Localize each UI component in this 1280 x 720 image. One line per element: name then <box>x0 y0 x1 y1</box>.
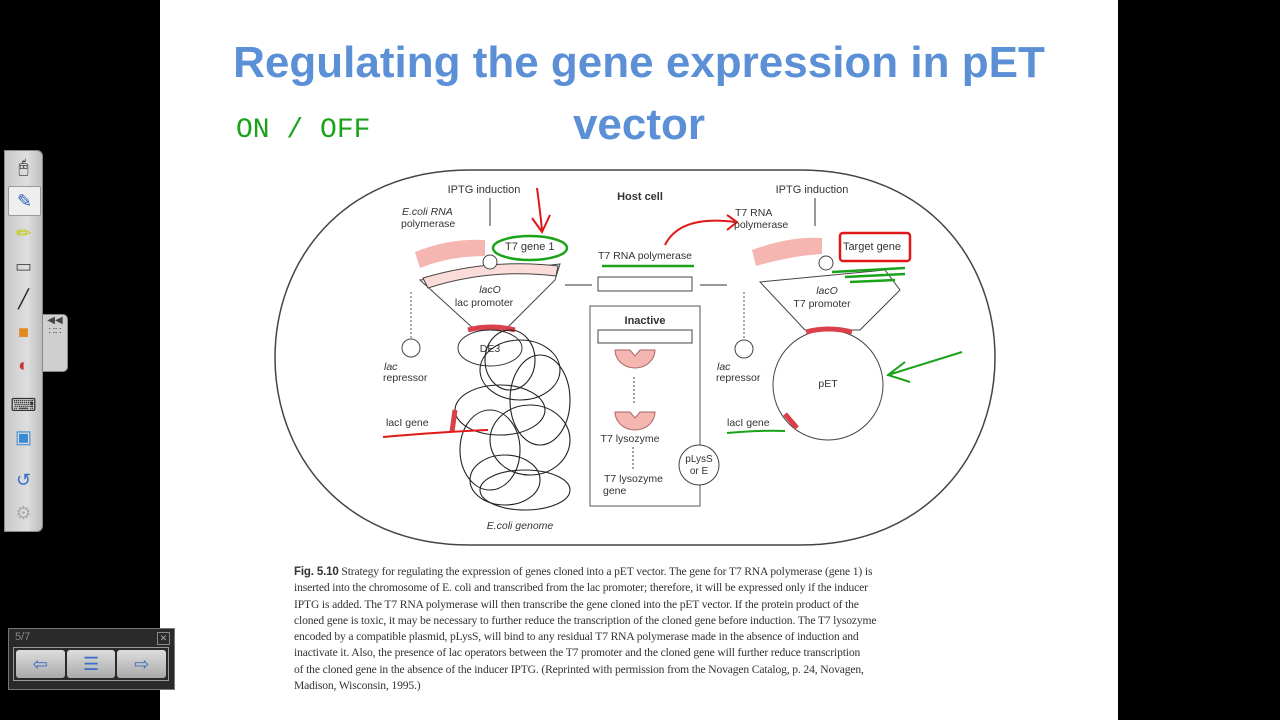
caption-line: Strategy for regulating the expression o… <box>341 565 873 578</box>
caption-line: inserted into the chromosome of E. coli … <box>294 581 868 595</box>
caption-label: Fig. 5.10 <box>294 566 339 578</box>
next-page-button[interactable]: ⇨ <box>117 650 167 678</box>
arrow-left-icon: ⇦ <box>32 653 48 674</box>
select-arrow-icon[interactable]: 🖰 <box>18 156 29 177</box>
label: T7 promoter <box>793 298 851 310</box>
label: repressor <box>383 372 428 384</box>
magic-pen-icon[interactable]: ◐ <box>18 354 29 375</box>
label: lacI gene <box>727 417 770 429</box>
label: polymerase <box>401 218 455 230</box>
handwritten-on-off: ON / OFF <box>236 115 370 146</box>
caption-line: IPTG is added. The T7 RNA polymerase wil… <box>294 597 859 611</box>
page-indicator: 5/7 <box>15 631 31 643</box>
previous-page-button[interactable]: ⇦ <box>16 650 65 678</box>
label: IPTG induction <box>448 184 521 196</box>
page-list-icon: ☰ <box>82 653 100 674</box>
label: T7 lysozyme <box>601 433 660 445</box>
line-icon[interactable]: ╱ <box>18 288 29 309</box>
eraser-icon[interactable]: ▭ <box>14 255 32 276</box>
label: pET <box>818 378 838 390</box>
label: or E <box>690 466 709 477</box>
label: repressor <box>716 372 761 384</box>
label: pLysS <box>685 454 713 465</box>
caption-line: inactivate it. Also, the presence of lac… <box>294 646 861 660</box>
keyboard-icon[interactable]: ⌨ <box>10 394 37 415</box>
collapse-icon: ◀◀ <box>47 315 63 326</box>
figure-caption: Fig. 5.10 Strategy for regulating the ex… <box>294 564 877 694</box>
annotation-toolbar: 🖰 ✎ ✏ ▭ ╱ ■ ◐ ⌨ ▣ ↺ ⚙ <box>4 150 43 532</box>
screen-capture-icon[interactable]: ▣ <box>14 426 32 447</box>
label: gene <box>603 485 627 497</box>
slide-title: Regulating the gene expression in pET ve… <box>233 38 1045 149</box>
label: IPTG induction <box>776 184 849 196</box>
undo-icon[interactable]: ↺ <box>15 469 32 490</box>
shapes-icon[interactable]: ■ <box>18 321 29 342</box>
pen-icon[interactable]: ✎ <box>8 186 41 216</box>
label: lac <box>717 361 731 373</box>
label: Target gene <box>843 241 901 253</box>
label: lacO <box>479 284 501 296</box>
highlighter-icon[interactable]: ✏ <box>15 222 32 243</box>
label: lac <box>384 361 398 373</box>
caption-line: of the cloned gene in the absence of the… <box>294 662 864 676</box>
label: T7 lysozyme <box>604 473 663 485</box>
label: E.coli genome <box>487 520 554 532</box>
caption-line: Madison, Wisconsin, 1995.) <box>294 679 421 693</box>
label: lacI gene <box>386 417 429 429</box>
settings-gear-icon[interactable]: ⚙ <box>15 502 32 523</box>
label: Inactive <box>625 315 666 327</box>
page-menu-button[interactable]: ☰ <box>66 650 116 678</box>
grid-icon: ∷∷ <box>48 326 62 337</box>
host-cell-label: Host cell <box>617 191 663 203</box>
label: E.coli RNA <box>402 206 453 218</box>
chromosome-section: IPTG induction E.coli RNA polymerase T7 … <box>382 184 571 532</box>
pet-plasmid-section: IPTG induction T7 RNA polymerase Target … <box>716 184 963 441</box>
label: lac promoter <box>455 297 514 309</box>
label: lacO <box>816 285 838 297</box>
close-icon[interactable]: ✕ <box>157 632 170 645</box>
host-cell-outline <box>274 169 996 546</box>
page-navigator: 5/7 ✕ ⇦ ☰ ⇨ <box>8 628 175 690</box>
caption-line: encoded by a compatible plasmid, pLysS, … <box>294 630 859 644</box>
arrow-right-icon: ⇨ <box>134 653 150 674</box>
host-cell-middle: T7 RNA polymerase Inactive T7 lysozyme T… <box>565 214 739 507</box>
label: T7 gene 1 <box>505 241 555 253</box>
label: T7 RNA polymerase <box>598 250 692 262</box>
label: polymerase <box>734 219 788 231</box>
label: T7 RNA <box>735 207 772 219</box>
collapse-toolbar-button[interactable]: ◀◀∷∷ <box>42 314 68 372</box>
caption-line: cloned gene is toxic, it may be necessar… <box>294 613 877 627</box>
